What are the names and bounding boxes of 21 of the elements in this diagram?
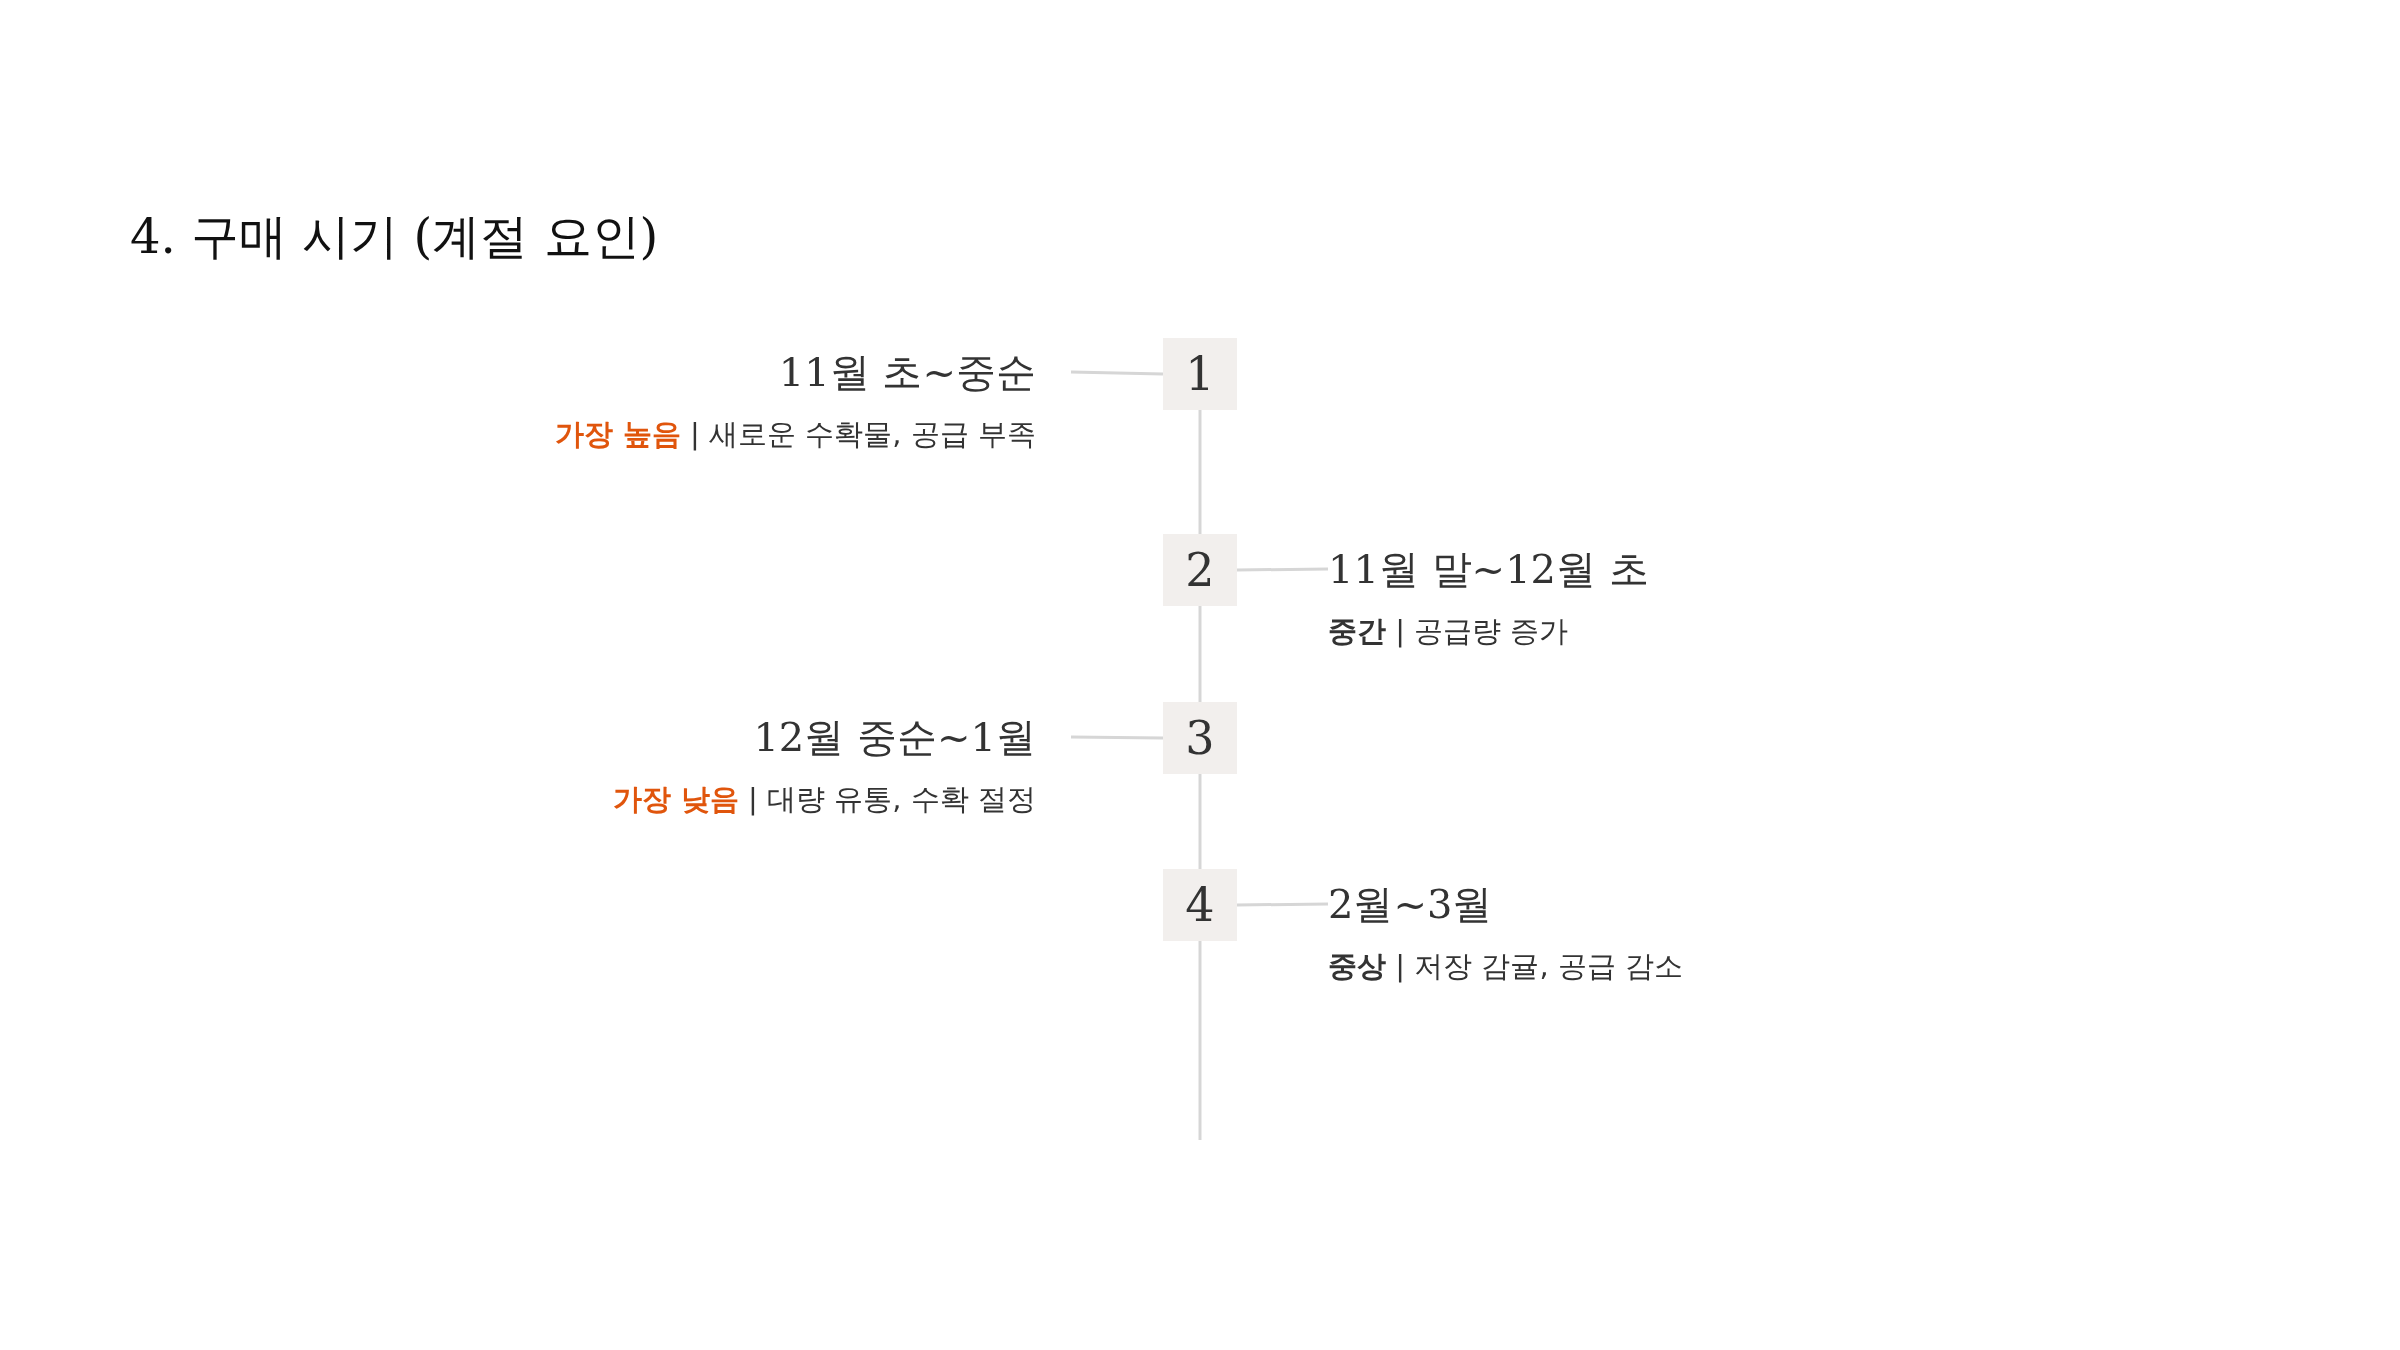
connector-line <box>1071 735 1163 740</box>
title: 4. 구매 시기 (계절 요인) <box>130 207 659 266</box>
step-number-box: 3 <box>1163 702 1237 774</box>
connector-line <box>1070 370 1164 376</box>
price-description: 중상 | 저장 감귤, 공급 감소 <box>1328 948 1685 985</box>
period-heading: 11월 말~12월 초 <box>1328 545 1650 594</box>
step-number-box: 1 <box>1163 338 1237 410</box>
period-heading: 11월 초~중순 <box>777 348 1036 397</box>
connector-line <box>1198 941 1202 1140</box>
step-number-box: 2 <box>1163 534 1237 606</box>
connector-line <box>1198 774 1202 869</box>
connector-line <box>1198 606 1202 702</box>
step-number-box: 4 <box>1163 869 1237 941</box>
price-description: 중간 | 공급량 증가 <box>1328 613 1570 650</box>
period-heading: 2월~3월 <box>1328 880 1494 929</box>
connector-line <box>1198 410 1202 534</box>
connector-line <box>1237 902 1328 907</box>
price-description: 가장 높음 | 새로운 수확물, 공급 부족 <box>553 416 1036 453</box>
period-heading: 12월 중순~1월 <box>752 713 1036 762</box>
price-description: 가장 낮음 | 대량 유통, 수확 절정 <box>611 781 1036 818</box>
connector-line <box>1237 567 1328 572</box>
